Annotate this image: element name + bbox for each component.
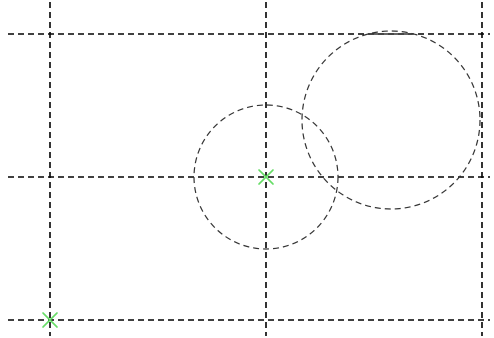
point-marker-center-icon[interactable] — [258, 169, 274, 185]
sketch-shapes — [193, 30, 481, 250]
point-markers — [42, 169, 274, 328]
construction-grid — [8, 2, 490, 336]
sketch-circle-small[interactable] — [193, 104, 339, 250]
sketch-circle-large[interactable] — [301, 30, 481, 210]
point-marker-origin-icon[interactable] — [42, 312, 58, 328]
